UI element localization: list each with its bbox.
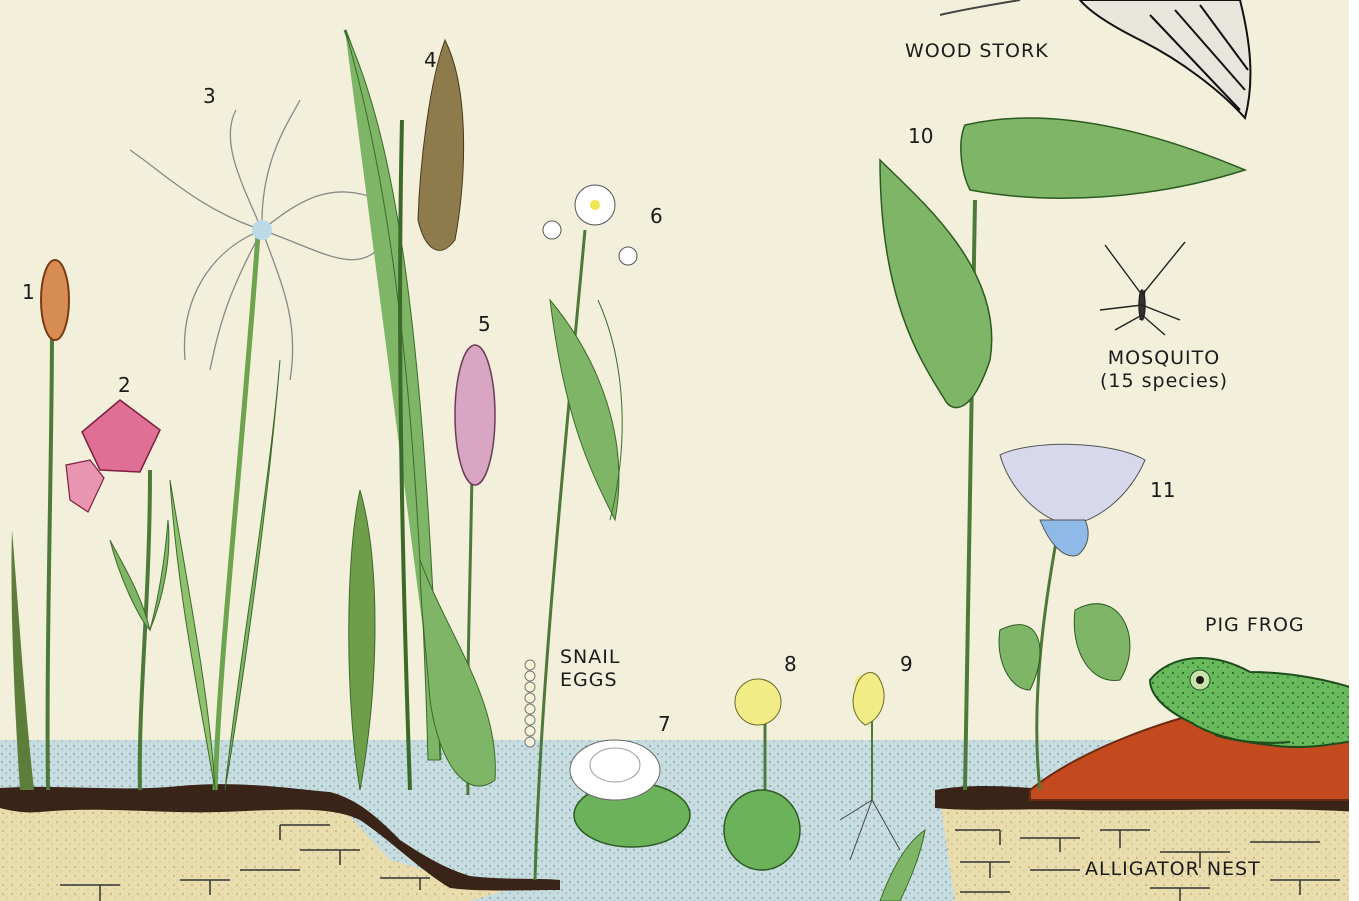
mosquito-name: MOSQUITO <box>1100 347 1228 370</box>
plant-number-5: 5 <box>478 312 491 336</box>
plant-number-1: 1 <box>22 280 35 304</box>
plant-number-9: 9 <box>900 652 913 676</box>
label-alligator-nest: ALLIGATOR NEST <box>1085 858 1261 881</box>
plant-number-10: 10 <box>908 124 933 148</box>
plant-number-8: 8 <box>784 652 797 676</box>
plant-2 <box>66 400 169 790</box>
sand-bank-right <box>940 800 1359 901</box>
label-snail-eggs: SNAIL EGGS <box>560 646 620 692</box>
mosquito <box>1100 242 1185 335</box>
plant-number-11: 11 <box>1150 478 1175 502</box>
snail-eggs-line1: SNAIL <box>560 646 620 669</box>
plant-1 <box>11 260 69 790</box>
snail-eggs-cluster <box>525 660 535 747</box>
plant-number-7: 7 <box>658 712 671 736</box>
plant-number-2: 2 <box>118 373 131 397</box>
plant-number-3: 3 <box>203 84 216 108</box>
plant-3 <box>130 100 385 790</box>
page-edge <box>1349 0 1359 901</box>
snail-eggs-line2: EGGS <box>560 669 620 692</box>
plant-number-6: 6 <box>650 204 663 228</box>
mosquito-species-note: (15 species) <box>1100 370 1228 393</box>
plant-number-4: 4 <box>424 48 437 72</box>
label-wood-stork: WOOD STORK <box>905 40 1049 63</box>
label-mosquito: MOSQUITO (15 species) <box>1100 347 1228 393</box>
label-pig-frog: PIG FROG <box>1205 614 1305 637</box>
